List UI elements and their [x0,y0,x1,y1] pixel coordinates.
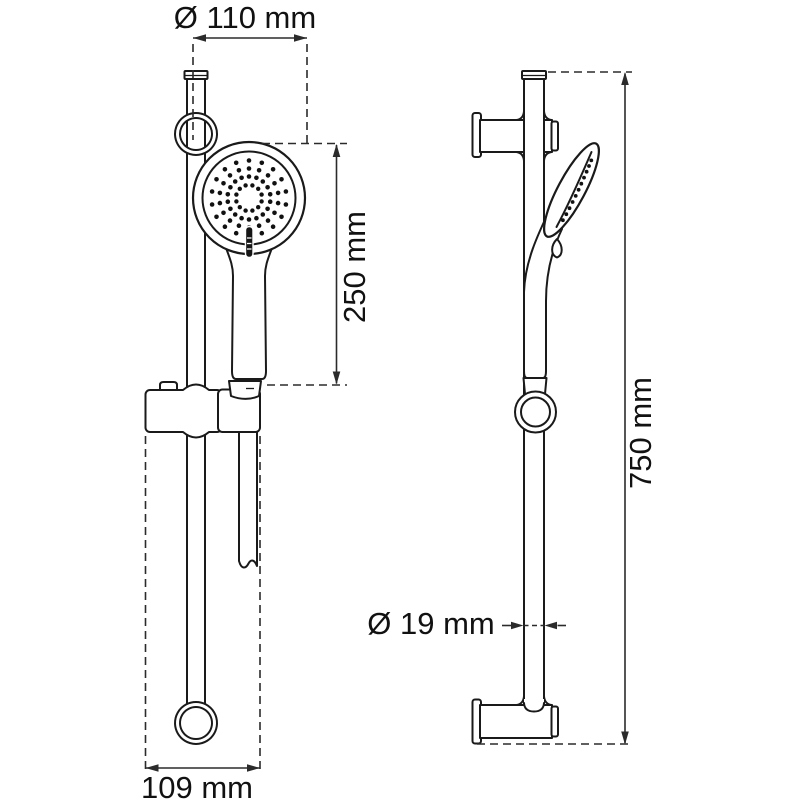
hanger-ring [174,112,218,156]
dim-rail-length: 750 mm [477,71,658,745]
head-face-edge [555,151,593,228]
shower-head-front [191,140,307,259]
label-base-width: 109 mm [141,770,253,800]
dim-head-length: 250 mm [262,142,372,386]
shower-head-side [543,142,600,238]
face-dots-side [561,158,594,223]
handle-front [225,247,273,380]
hose-connector-front [228,380,262,400]
dim-rail-diameter: Ø 19 mm [367,606,566,641]
label-head-diameter: Ø 110 mm [174,0,316,35]
label-rail-diameter: Ø 19 mm [367,606,494,641]
slider-knob-side [514,390,557,434]
label-rail-length: 750 mm [623,377,658,489]
hanging-loop [551,238,563,259]
slider-holder [144,381,261,439]
bracket-end-bottom [550,705,559,738]
dimensions: Ø 110 mm 250 mm 750 mm Ø 19 mm [141,0,658,800]
front-view [144,70,307,745]
rail-bottom-dome [523,702,545,713]
bottom-ring [174,701,218,745]
dim-base-width: 109 mm [141,436,261,800]
shower-hose [238,397,258,569]
mode-lever [244,225,254,259]
holder-button [159,381,178,390]
label-head-assembly-length: 250 mm [337,211,372,323]
wall-bracket-top [471,112,559,158]
holder-body [144,383,223,439]
nozzle-dots [209,158,289,238]
bracket-end-top [550,120,559,152]
wall-bracket-bottom [471,698,559,745]
dim-head-diameter: Ø 110 mm [174,0,316,143]
side-view [471,70,600,745]
